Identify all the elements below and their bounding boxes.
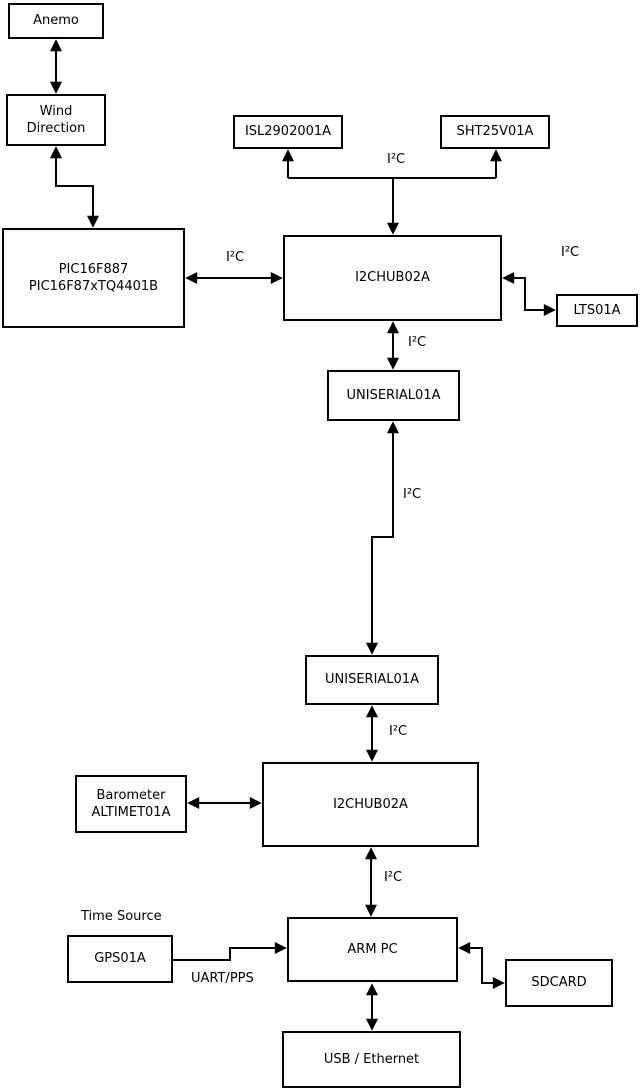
node-isl2902001a: ISL2902001A: [233, 115, 343, 149]
node-i2chub02a-bottom: I2CHUB02A: [262, 762, 479, 847]
label-i2c-hub2-armpc: I²C: [384, 870, 403, 885]
label-uart-pps: UART/PPS: [191, 971, 254, 986]
label-i2c-uniserial-hub2: I²C: [389, 724, 408, 739]
node-uniserial01a-bottom: UNISERIAL01A: [305, 655, 439, 705]
edge-hub1-lts: [502, 272, 556, 316]
node-lts01a: LTS01A: [556, 294, 638, 327]
edge-winddirection-pic: [50, 146, 99, 228]
node-pic16f887: PIC16F887 PIC16F87xTQ4401B: [2, 228, 185, 328]
label-i2c-lts: I²C: [561, 245, 580, 260]
node-anemo: Anemo: [8, 3, 104, 39]
label-i2c-sensor-branch: I²C: [387, 152, 406, 167]
node-sht25v01a: SHT25V01A: [440, 115, 550, 149]
node-wind-direction: Wind Direction: [6, 94, 106, 146]
node-usb-ethernet: USB / Ethernet: [282, 1031, 461, 1088]
node-barometer: Barometer ALTIMET01A: [75, 775, 187, 833]
label-i2c-uniserial-link: I²C: [403, 487, 422, 502]
node-sdcard: SDCARD: [505, 959, 613, 1007]
label-time-source: Time Source: [81, 909, 162, 924]
label-i2c-hub-uniserial: I²C: [408, 335, 427, 350]
node-i2chub02a-top: I2CHUB02A: [283, 235, 502, 321]
node-uniserial01a-top: UNISERIAL01A: [327, 370, 460, 421]
edge-uniserial1-uniserial2: [366, 421, 399, 655]
label-i2c-pic-hub: I²C: [226, 250, 245, 265]
edge-gps-armpc: [173, 942, 287, 961]
edge-armpc-sdcard: [458, 942, 505, 989]
node-gps01a: GPS01A: [67, 935, 173, 983]
node-arm-pc: ARM PC: [287, 917, 458, 982]
